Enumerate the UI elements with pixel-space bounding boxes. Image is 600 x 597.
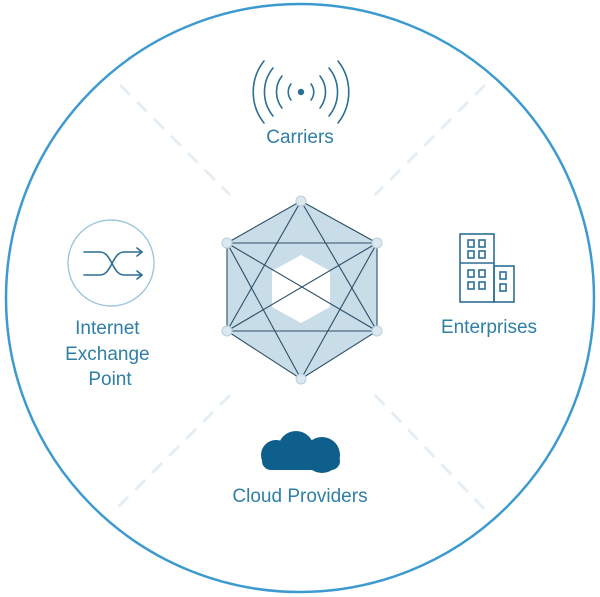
divider-lower-right <box>373 393 492 517</box>
divider-lower-left <box>113 393 232 512</box>
buildings-icon <box>459 233 515 303</box>
shuffle-arrows-icon-ring <box>67 219 155 307</box>
shuffle-arrows-icon <box>83 247 143 280</box>
ixp-label-line-2: Exchange <box>65 344 150 365</box>
carriers-label: Carriers <box>266 127 334 148</box>
divider-upper-right <box>373 83 487 197</box>
ixp-label-line-1: Internet <box>75 318 140 339</box>
quadrant-dividers <box>113 83 492 517</box>
ixp-label: Internet Exchange Point <box>65 318 155 390</box>
wifi-signal-icon <box>252 60 350 124</box>
outer-ring <box>4 2 596 594</box>
cloud-providers-label: Cloud Providers <box>232 486 367 507</box>
ixp-segment: Internet Exchange Point <box>65 219 155 390</box>
ixp-label-line-3: Point <box>88 369 132 390</box>
network-hexagon-icon <box>221 195 383 385</box>
enterprises-segment: Enterprises <box>441 233 537 338</box>
cloud-icon <box>261 431 340 473</box>
carriers-segment: Carriers <box>252 60 350 148</box>
cloud-providers-segment: Cloud Providers <box>232 431 368 507</box>
divider-upper-left <box>118 83 232 197</box>
enterprises-label: Enterprises <box>441 317 537 338</box>
hub-shaded-ring <box>227 201 377 379</box>
